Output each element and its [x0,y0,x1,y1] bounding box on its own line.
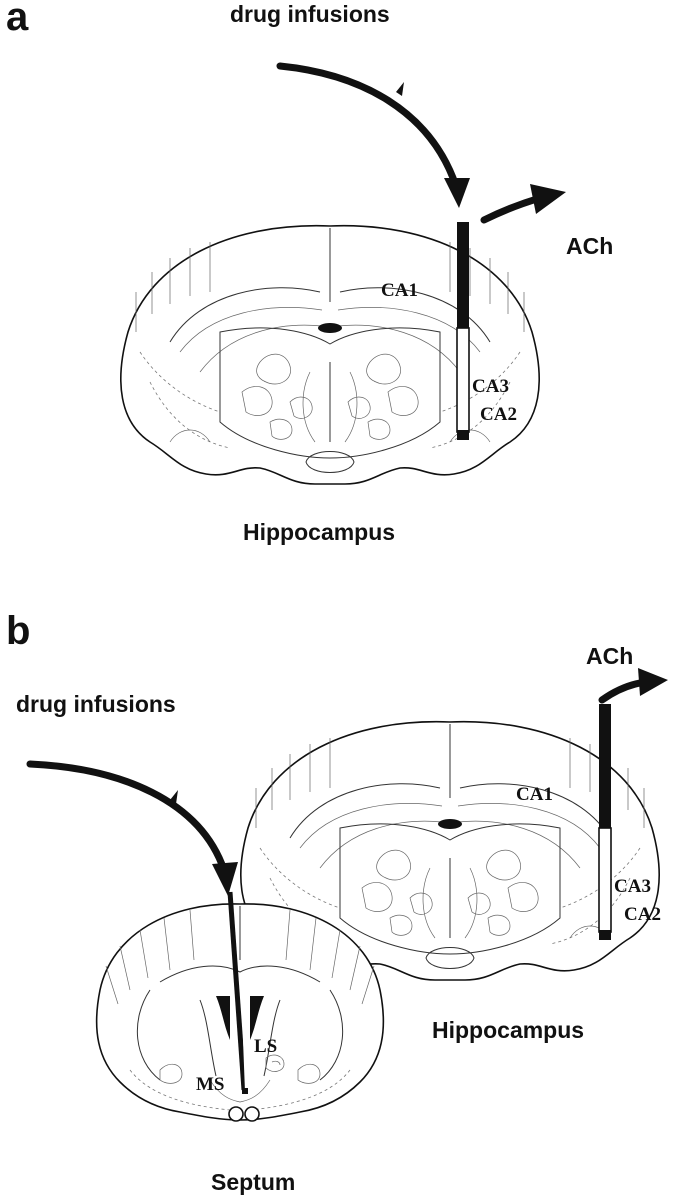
panel-b-ms-label: MS [196,1074,225,1095]
panel-b-hippocampus-label: Hippocampus [432,1017,584,1043]
panel-b-ca3-label: CA3 [614,876,651,897]
panel-b-infusion-arrow [26,760,228,874]
panel-b-infusion-arrowhead [212,862,238,896]
panel-a-cannula-hollow [456,327,470,433]
panel-b-septum-label: Septum [211,1169,295,1195]
panel-a-hippocampus-label: Hippocampus [243,519,395,545]
panel-a-ca1-label: CA1 [381,280,418,301]
panel-a-ca2-label: CA2 [480,404,517,425]
panel-a-infusion-label: drug infusions [230,1,390,27]
panel-b-ach-arrowhead [638,668,668,696]
panel-a-infusion-arrowhead [444,178,470,208]
panel-b-letter: b [6,609,30,653]
panel-a-ach-label: ACh [566,233,613,259]
panel-b-infusion-label: drug infusions [16,691,176,717]
panel-a-ach-arrow [480,194,544,224]
panel-a-infusion-arrow [276,62,460,190]
panel-b-septum-ventricle-right [244,1106,260,1122]
panel-b-hippo-cannula-tip [599,930,611,940]
panel-a-ach-arrowhead [530,184,566,214]
panel-a-cannula-tip [457,430,469,440]
panel-b-ca2-label: CA2 [624,904,661,925]
panel-b-ach-label: ACh [586,643,633,669]
panel-b-septum-ventricle-left [228,1106,244,1122]
panel-a-cannula-filled [457,222,469,328]
panel-a-brain-section [120,224,540,485]
panel-a-letter: a [6,0,29,39]
panel-b-hippo-cannula-hollow [598,827,612,933]
panel-b-hippo-cannula-filled [599,704,611,828]
panel-b-ls-label: LS [254,1036,277,1057]
panel-b-ca1-label: CA1 [516,784,553,805]
panel-b-septum-cannula [227,891,247,1091]
panel-b-septum-cannula-tip [242,1088,248,1094]
panel-a-ca3-label: CA3 [472,376,509,397]
